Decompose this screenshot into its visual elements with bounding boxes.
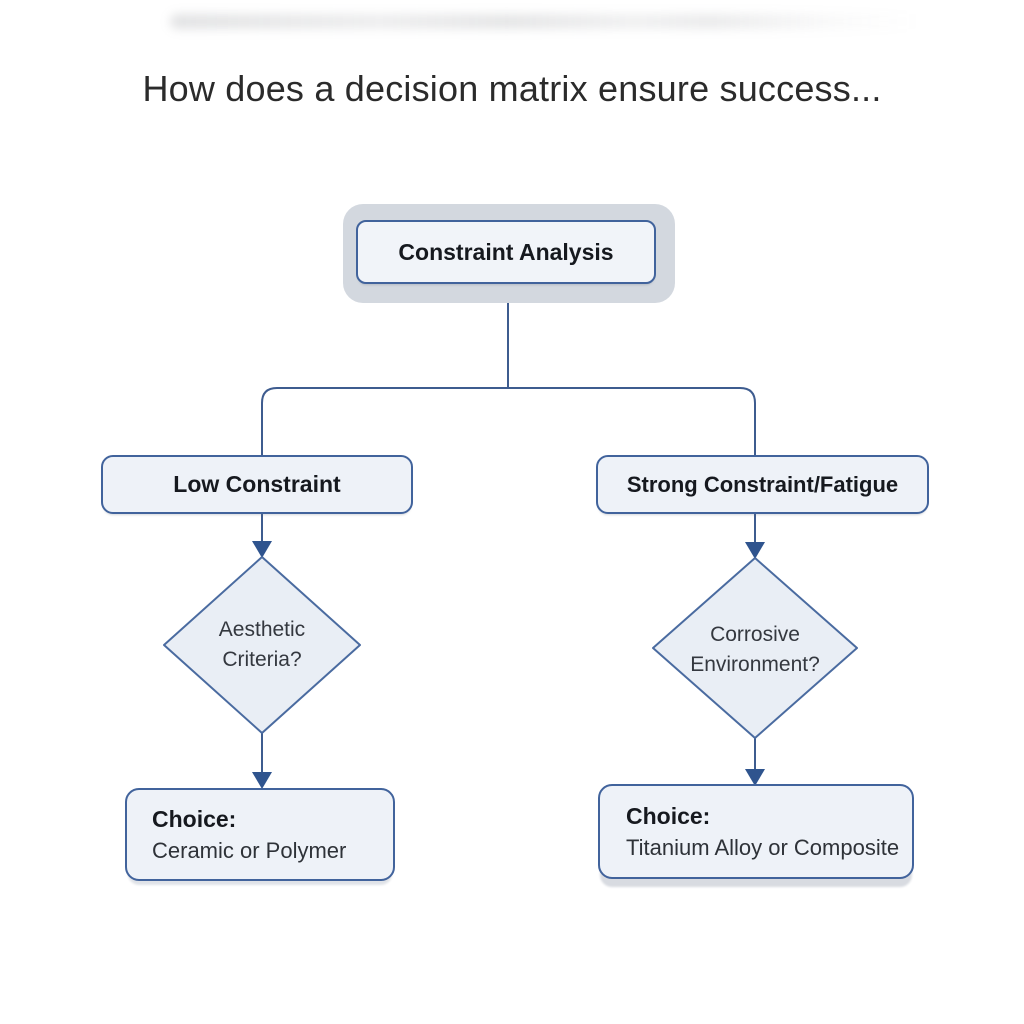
node-constraint-analysis: Constraint Analysis <box>356 220 656 284</box>
arrowhead-icon <box>252 541 272 558</box>
connector-branch-bracket <box>261 387 756 455</box>
node-choice-ceramic-or-polymer: Choice: Ceramic or Polymer <box>125 788 395 881</box>
arrowhead-icon <box>745 769 765 786</box>
choice-value: Titanium Alloy or Composite <box>626 834 900 860</box>
decision-diamond-right <box>652 557 858 739</box>
node-label: Strong Constraint/Fatigue <box>626 471 899 497</box>
choice-label: Choice: <box>152 805 237 832</box>
choice-label: Choice: <box>626 802 711 829</box>
node-label: Constraint Analysis <box>398 238 614 265</box>
decision-diamond-left <box>163 556 361 734</box>
decision-label-aesthetic-criteria: Aesthetic Criteria? <box>218 618 306 671</box>
arrowhead-icon <box>252 772 272 789</box>
decision-label-corrosive-environment: Corrosive Environment? <box>690 623 820 676</box>
node-low-constraint: Low Constraint <box>101 455 413 514</box>
top-edge-artifact <box>170 14 920 29</box>
arrowhead-icon <box>745 542 765 559</box>
node-label: Low Constraint <box>173 471 341 497</box>
node-choice-titanium-alloy-or-composite: Choice: Titanium Alloy or Composite <box>598 784 914 879</box>
choice-value: Ceramic or Polymer <box>152 837 347 863</box>
node-strong-constraint-fatigue: Strong Constraint/Fatigue <box>596 455 929 514</box>
page-title: How does a decision matrix ensure succes… <box>142 68 882 109</box>
